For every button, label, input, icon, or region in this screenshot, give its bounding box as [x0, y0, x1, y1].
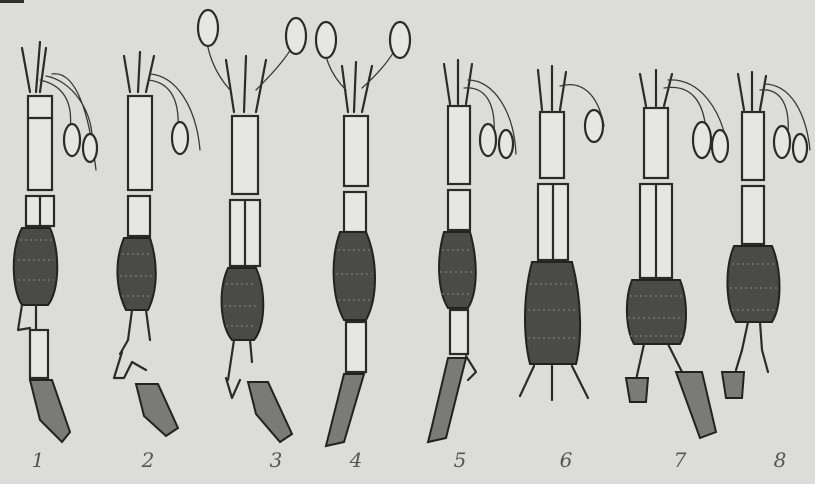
specimen-label-5: 5 — [454, 448, 467, 472]
specimen-label-1: 1 — [32, 448, 45, 472]
specimen-7 — [626, 70, 728, 438]
specimen-label-8: 8 — [774, 448, 787, 472]
specimen-3 — [198, 10, 306, 442]
specimen-8 — [722, 72, 810, 398]
specimen-label-4: 4 — [350, 448, 363, 472]
specimen-5 — [428, 60, 516, 442]
specimen-1 — [14, 42, 97, 442]
specimen-2 — [114, 52, 200, 436]
specimen-4 — [316, 22, 410, 446]
specimen-label-6: 6 — [560, 448, 573, 472]
specimen-label-3: 3 — [270, 448, 283, 472]
specimen-6 — [520, 66, 604, 400]
specimen-label-7: 7 — [674, 448, 687, 472]
specimen-label-2: 2 — [142, 448, 155, 472]
